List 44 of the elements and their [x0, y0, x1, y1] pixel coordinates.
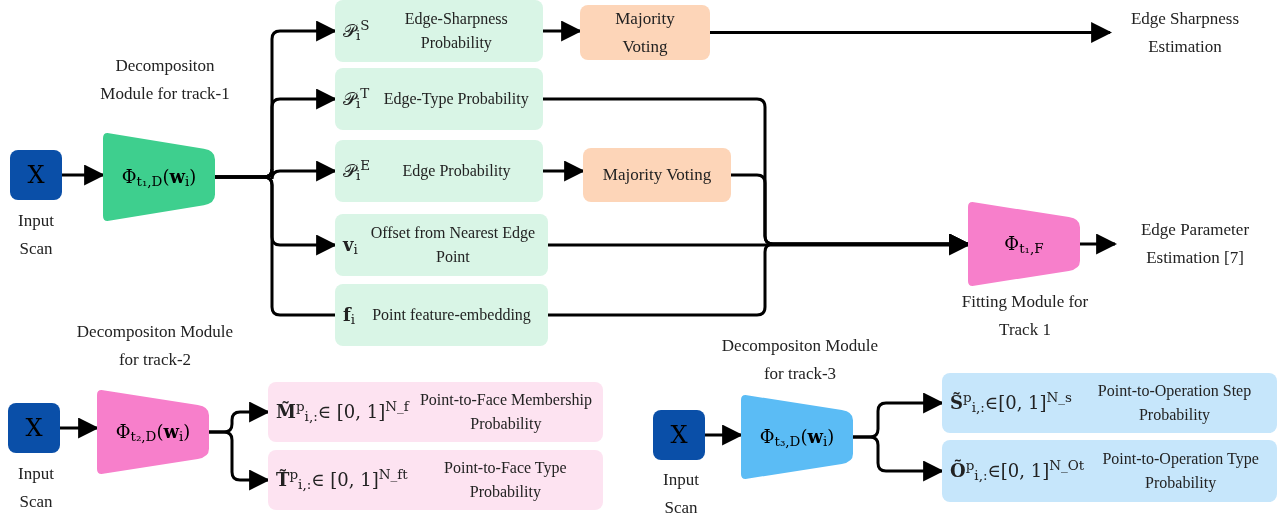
probability-box [335, 214, 548, 276]
box-label: Point-to-Face Membership Probability [418, 390, 593, 435]
math-symbol: S̃$^{p}$$_{i,:}$∈[0, 1]$^{N_s}$ [950, 389, 1073, 417]
module-trapezoid: Φ$_{t₃,D}$(w$_{i}$) [741, 395, 853, 479]
box-label: Point-to-Operation Type Probability [1101, 449, 1260, 494]
math-symbol: T̃$^{p}$$_{i,:}$∈ [0, 1]$^{N_ft}$ [276, 466, 408, 494]
voting-box: Majority Voting [580, 5, 710, 60]
node-caption: Decompositon Module for track-3 [720, 335, 880, 385]
module-trapezoid: Φ$_{t₁,F}$ [968, 202, 1080, 286]
box-label: Point feature-embedding [371, 305, 532, 326]
module-trapezoid: Φ$_{t₁,D}$(w$_{i}$) [103, 133, 215, 221]
node-caption: Input Scan [662, 469, 700, 519]
node-caption: Decompositon Module for track-2 [75, 321, 235, 371]
node-caption: Input Scan [17, 210, 55, 260]
probability-box [335, 284, 548, 346]
probability-box [268, 450, 603, 510]
node-caption: Fitting Module for Track 1 [960, 291, 1090, 341]
probability-box [942, 373, 1277, 433]
math-symbol: M̃$^{p}$$_{i,:}$∈ [0, 1]$^{N_f}$ [276, 398, 409, 426]
probability-box [335, 68, 543, 130]
probability-box [335, 140, 543, 202]
input-box: X [8, 403, 60, 453]
node-caption: Input Scan [17, 463, 55, 513]
math-symbol: f$_{i}$ [343, 303, 356, 329]
box-label: Point-to-Operation Step Probability [1096, 381, 1253, 426]
box-label: Edge Probability [401, 161, 512, 182]
probability-box [268, 382, 603, 442]
arrow [1080, 233, 1118, 255]
box-label: Point-to-Face Type Probability [443, 458, 568, 503]
math-symbol: Õ$^{p}$$_{i,:}$∈[0, 1]$^{N_Ot}$ [950, 457, 1085, 485]
input-box: X [10, 150, 62, 200]
box-label: Edge-Sharpness Probability [403, 9, 509, 54]
node-caption: Decompositon Module for track-1 [99, 55, 231, 105]
module-trapezoid: Φ$_{t₂,D}$(w$_{i}$) [97, 390, 209, 474]
probability-box [942, 440, 1277, 502]
output-label: Edge Parameter Estimation [7] [1115, 220, 1275, 268]
math-symbol: v$_{i}$ [343, 233, 358, 259]
output-label: Edge Sharpness Estimation [1110, 10, 1260, 56]
probability-box [335, 0, 543, 62]
voting-box: Majority Voting [583, 148, 731, 202]
input-box: X [653, 410, 705, 460]
box-label: Offset from Nearest Edge Point [369, 223, 537, 267]
box-label: Edge-Type Probability [382, 89, 530, 110]
arrow [710, 22, 1113, 43]
